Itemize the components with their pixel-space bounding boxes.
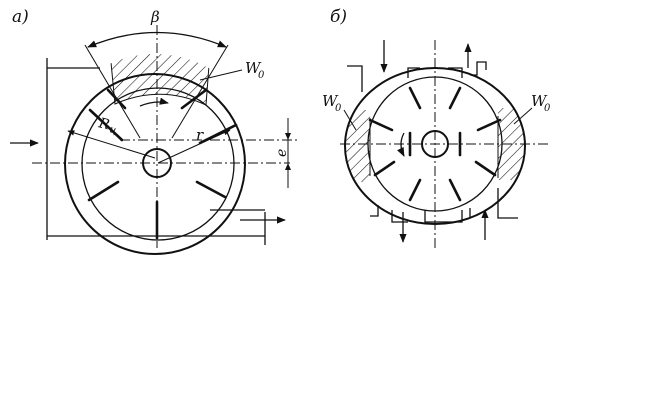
blade <box>476 118 502 132</box>
w0-right-label: W <box>531 92 548 110</box>
w0-label: W <box>245 59 262 77</box>
port-frame-left <box>347 65 379 217</box>
beta-arc <box>87 31 227 48</box>
diagram-b-label: б) <box>330 7 347 27</box>
blade <box>106 88 127 110</box>
blade <box>88 108 124 142</box>
port-frame-bottom <box>391 188 518 223</box>
blade <box>368 118 394 132</box>
diagram-b: б) <box>322 7 551 248</box>
sector-line-left <box>84 44 141 139</box>
beta-label: β <box>150 8 160 26</box>
w0-subscript: 0 <box>258 70 265 81</box>
rotor-circle <box>81 87 235 241</box>
radius-rc-line <box>67 130 156 159</box>
blade <box>408 178 422 202</box>
w0-right-leader <box>513 107 533 125</box>
blade <box>87 180 120 202</box>
stator-circle <box>64 73 246 255</box>
w0-leader <box>199 69 243 81</box>
blade <box>474 160 497 177</box>
blades-b <box>368 86 502 202</box>
r-label: r <box>196 126 204 144</box>
blade <box>408 86 422 110</box>
e-label: e <box>274 149 290 157</box>
blades-a <box>87 88 238 240</box>
diagram-a-label: а) <box>12 7 29 27</box>
sector-line-right <box>171 44 229 139</box>
radius-r-line <box>157 129 231 164</box>
rotation-arrow <box>139 97 169 107</box>
blade <box>180 88 208 110</box>
blade <box>198 123 238 145</box>
w0-right-subscript: 0 <box>544 103 551 114</box>
housing-frame <box>46 58 266 245</box>
w0-left-leader <box>343 109 357 131</box>
blade <box>195 180 227 199</box>
rotation-arrow-b <box>397 132 405 157</box>
blade <box>448 86 462 110</box>
e-arrow-top <box>285 133 291 140</box>
w0-left-subscript: 0 <box>335 103 342 114</box>
diagram-a: а) β <box>10 7 300 255</box>
e-arrow-bottom <box>285 163 291 170</box>
rc-label: R <box>96 115 112 133</box>
blade <box>448 178 462 202</box>
rc-subscript: ц <box>108 124 117 136</box>
port-frame-top <box>407 61 487 78</box>
w0-left-label: W <box>322 92 339 110</box>
blade <box>373 160 396 177</box>
